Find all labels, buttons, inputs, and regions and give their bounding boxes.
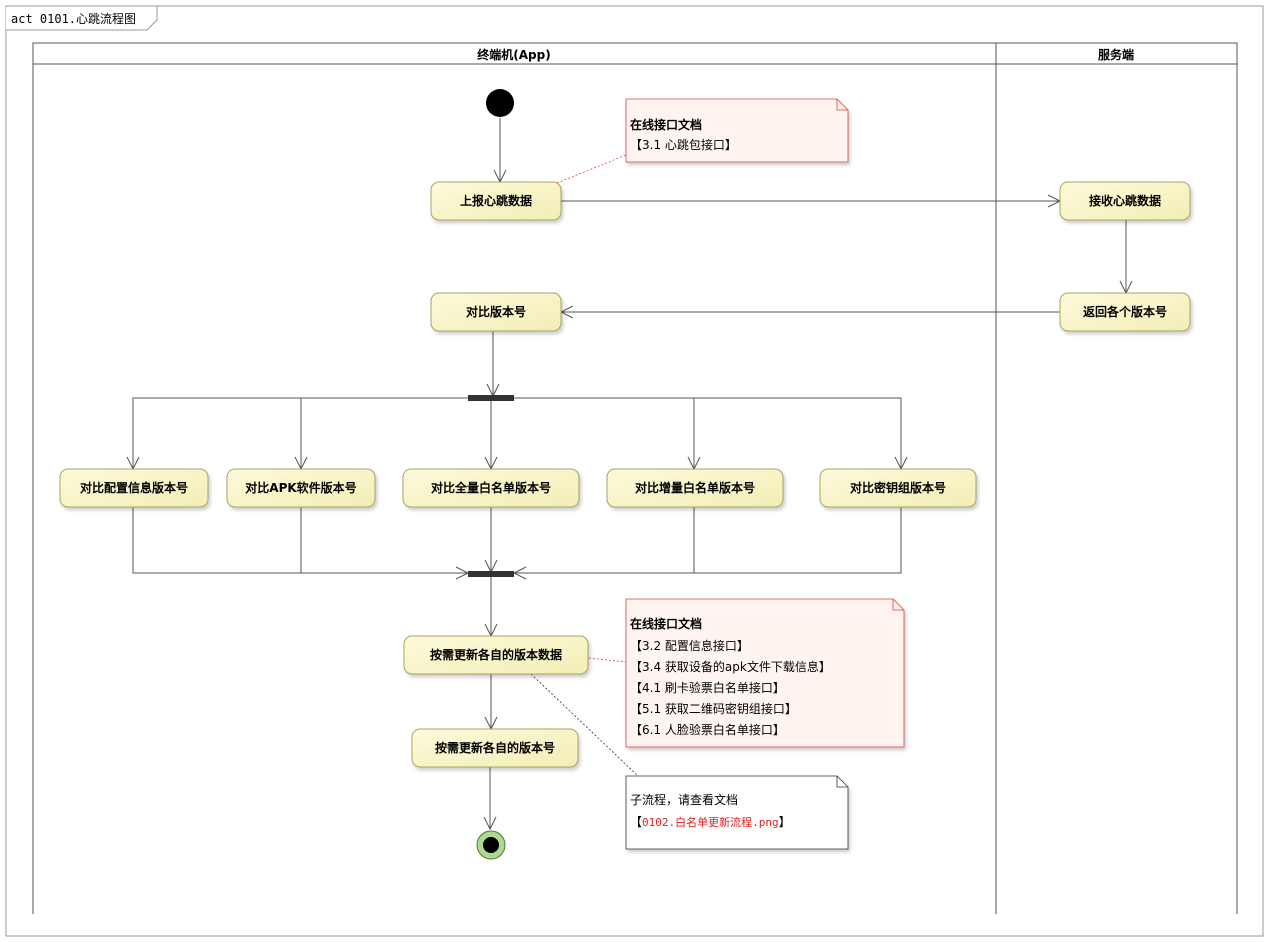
activity-update-version: 按需更新各自的版本号 bbox=[411, 728, 579, 768]
svg-text:【3.2 配置信息接口】: 【3.2 配置信息接口】 bbox=[630, 638, 749, 653]
activity-compare-versions: 对比版本号 bbox=[430, 292, 562, 332]
svg-text:【3.1 心跳包接口】: 【3.1 心跳包接口】 bbox=[630, 137, 737, 152]
svg-text:对比密钥组版本号: 对比密钥组版本号 bbox=[850, 480, 946, 495]
note-subprocess: 子流程，请查看文档 【0102.白名单更新流程.png】 bbox=[625, 775, 849, 850]
start-node bbox=[486, 89, 514, 117]
svg-text:对比APK软件版本号: 对比APK软件版本号 bbox=[245, 480, 356, 495]
svg-text:按需更新各自的版本号: 按需更新各自的版本号 bbox=[435, 740, 555, 755]
lane-header-bar bbox=[32, 42, 1238, 65]
activity-compare-full-whitelist: 对比全量白名单版本号 bbox=[402, 468, 580, 508]
svg-text:对比全量白名单版本号: 对比全量白名单版本号 bbox=[431, 480, 551, 495]
svg-text:【5.1 获取二维码密钥组接口】: 【5.1 获取二维码密钥组接口】 bbox=[630, 701, 797, 716]
end-node bbox=[476, 830, 506, 860]
svg-text:对比版本号: 对比版本号 bbox=[466, 304, 526, 319]
note-interface-doc-1: 在线接口文档 【3.1 心跳包接口】 bbox=[625, 98, 849, 163]
activity-compare-config: 对比配置信息版本号 bbox=[59, 468, 209, 508]
note3-connector bbox=[530, 673, 639, 777]
svg-text:在线接口文档: 在线接口文档 bbox=[630, 117, 702, 132]
svg-text:【4.1 刷卡验票白名单接口】: 【4.1 刷卡验票白名单接口】 bbox=[630, 680, 785, 695]
note2-connector bbox=[588, 657, 627, 663]
lane-title-app: 终端机(App) bbox=[477, 47, 550, 62]
note-interface-doc-2: 在线接口文档 【3.2 配置信息接口】 【3.4 获取设备的apk文件下载信息】… bbox=[625, 598, 905, 748]
note1-connector bbox=[556, 154, 627, 184]
svg-text:在线接口文档: 在线接口文档 bbox=[630, 616, 702, 631]
fork-bar bbox=[468, 395, 514, 401]
activity-compare-keygroup: 对比密钥组版本号 bbox=[819, 468, 977, 508]
diagram-frame bbox=[5, 5, 1264, 937]
svg-text:接收心跳数据: 接收心跳数据 bbox=[1089, 193, 1161, 208]
frame-tab bbox=[6, 5, 158, 31]
svg-text:【6.1 人脸验票白名单接口】: 【6.1 人脸验票白名单接口】 bbox=[630, 722, 785, 737]
svg-text:【0102.白名单更新流程.png】: 【0102.白名单更新流程.png】 bbox=[630, 815, 791, 829]
activity-report-heartbeat: 上报心跳数据 bbox=[430, 181, 562, 221]
activity-compare-incr-whitelist: 对比增量白名单版本号 bbox=[606, 468, 784, 508]
join-bar bbox=[468, 571, 514, 577]
svg-text:对比配置信息版本号: 对比配置信息版本号 bbox=[80, 480, 188, 495]
activity-return-versions: 返回各个版本号 bbox=[1059, 292, 1191, 332]
svg-text:【3.4 获取设备的apk文件下载信息】: 【3.4 获取设备的apk文件下载信息】 bbox=[630, 659, 831, 674]
svg-text:子流程，请查看文档: 子流程，请查看文档 bbox=[630, 792, 738, 807]
activity-receive-heartbeat: 接收心跳数据 bbox=[1059, 181, 1191, 221]
activity-compare-apk: 对比APK软件版本号 bbox=[226, 468, 376, 508]
svg-text:返回各个版本号: 返回各个版本号 bbox=[1083, 304, 1167, 319]
svg-text:对比增量白名单版本号: 对比增量白名单版本号 bbox=[635, 480, 755, 495]
svg-text:上报心跳数据: 上报心跳数据 bbox=[460, 193, 532, 208]
frame-title: act 0101.心跳流程图 bbox=[11, 11, 136, 26]
activity-update-data: 按需更新各自的版本数据 bbox=[403, 635, 589, 675]
subprocess-doc-link: 0102.白名单更新流程.png bbox=[642, 815, 779, 829]
svg-text:按需更新各自的版本数据: 按需更新各自的版本数据 bbox=[430, 647, 562, 662]
lane-title-server: 服务端 bbox=[1098, 47, 1134, 62]
